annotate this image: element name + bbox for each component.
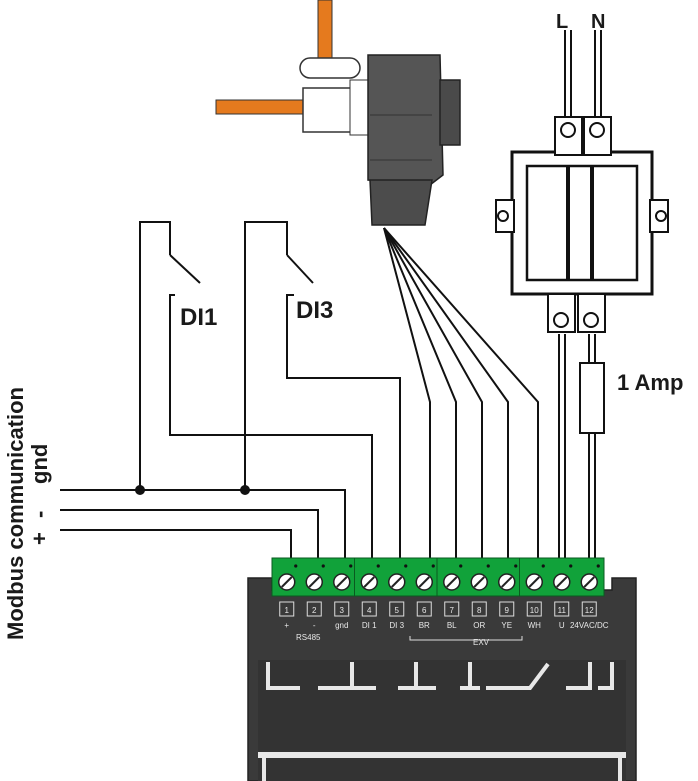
di3-label: DI3: [296, 297, 333, 324]
terminal-number-box: [499, 601, 515, 617]
terminal-number: 11: [558, 606, 567, 615]
screw-slot: [501, 576, 513, 588]
terminal-dot: [569, 564, 573, 568]
terminal-number: 1: [285, 606, 290, 615]
terminal-number-box: [334, 601, 350, 617]
terminal-number: 9: [505, 606, 510, 615]
terminal-number-box: [471, 601, 487, 617]
modbus-communication-label: Modbus communication: [3, 387, 28, 640]
terminal-sign: U: [559, 621, 565, 630]
terminal-number: 2: [312, 606, 317, 615]
screw-slot: [363, 576, 375, 588]
terminal-number: 6: [422, 606, 427, 615]
terminal-number: 7: [450, 606, 455, 615]
terminal-sign: BL: [447, 621, 457, 630]
terminal-dot: [486, 564, 490, 568]
terminal-number-box: [554, 601, 570, 617]
screw-slot: [446, 576, 458, 588]
terminal-number: 4: [367, 606, 372, 615]
plus-label: +: [27, 532, 52, 545]
terminal-dot: [459, 564, 463, 568]
terminal-dot: [596, 564, 600, 568]
terminal-dot: [404, 564, 408, 568]
fuse: [579, 362, 605, 434]
gnd-label: gnd: [27, 444, 52, 484]
terminal-sign: BR: [419, 621, 430, 630]
screw-slot: [308, 576, 320, 588]
label-l: L: [556, 11, 568, 33]
di1-switch: [139, 221, 373, 560]
di3-switch: [244, 221, 401, 560]
terminal-dot: [514, 564, 518, 568]
screw-slot: [391, 576, 403, 588]
terminal-dot: [294, 564, 298, 568]
terminal-sign: WH: [528, 621, 542, 630]
terminal-number: 8: [477, 606, 482, 615]
label-n: N: [591, 11, 605, 33]
terminal-dot: [321, 564, 325, 568]
di1-label: DI1: [180, 304, 217, 331]
exv-group-label: EXV: [473, 638, 490, 647]
terminal-dot: [431, 564, 435, 568]
terminal-number: 10: [530, 606, 539, 615]
terminal-number-box: [389, 601, 405, 617]
transformer: [495, 116, 669, 333]
terminal-sign: -: [313, 621, 316, 630]
controller-unit: [247, 577, 637, 781]
terminal-sign: gnd: [335, 621, 348, 630]
terminal-sign: +: [284, 621, 289, 630]
screw-slot: [528, 576, 540, 588]
terminal-number-box: [416, 601, 432, 617]
screw-slot: [556, 576, 568, 588]
screw-slot: [583, 576, 595, 588]
terminal-number-box: [444, 601, 460, 617]
screw-slot: [418, 576, 430, 588]
terminal-number-box: [306, 601, 322, 617]
rs485-group-label: RS485: [296, 633, 321, 642]
screw-slot: [336, 576, 348, 588]
valve-cable-wires: [383, 227, 539, 560]
minus-label: -: [27, 511, 52, 518]
fuse-rating-label: 1 Amp: [617, 370, 683, 395]
terminal-dot: [541, 564, 545, 568]
terminal-sign: DI 3: [389, 621, 404, 630]
terminal-sign: OR: [473, 621, 485, 630]
terminal-number-box: [279, 601, 295, 617]
terminal-sign: YE: [501, 621, 512, 630]
pipe-assembly: [215, 0, 371, 136]
terminal-number: 3: [340, 606, 345, 615]
terminal-number-box: [361, 601, 377, 617]
terminal-blocks: [271, 557, 605, 597]
terminal-dot: [376, 564, 380, 568]
terminal-sign: DI 1: [362, 621, 377, 630]
terminal-sign: 24VAC/DC: [570, 621, 609, 630]
modbus-lines: [60, 485, 346, 560]
terminal-dot: [349, 564, 353, 568]
screw-slot: [281, 576, 293, 588]
terminal-number-box: [581, 601, 597, 617]
terminal-number-box: [526, 601, 542, 617]
exv-valve-actuator: [367, 54, 461, 226]
terminal-number: 5: [395, 606, 400, 615]
terminal-number: 12: [585, 606, 594, 615]
screw-slot: [473, 576, 485, 588]
mains-wires: [558, 30, 602, 560]
